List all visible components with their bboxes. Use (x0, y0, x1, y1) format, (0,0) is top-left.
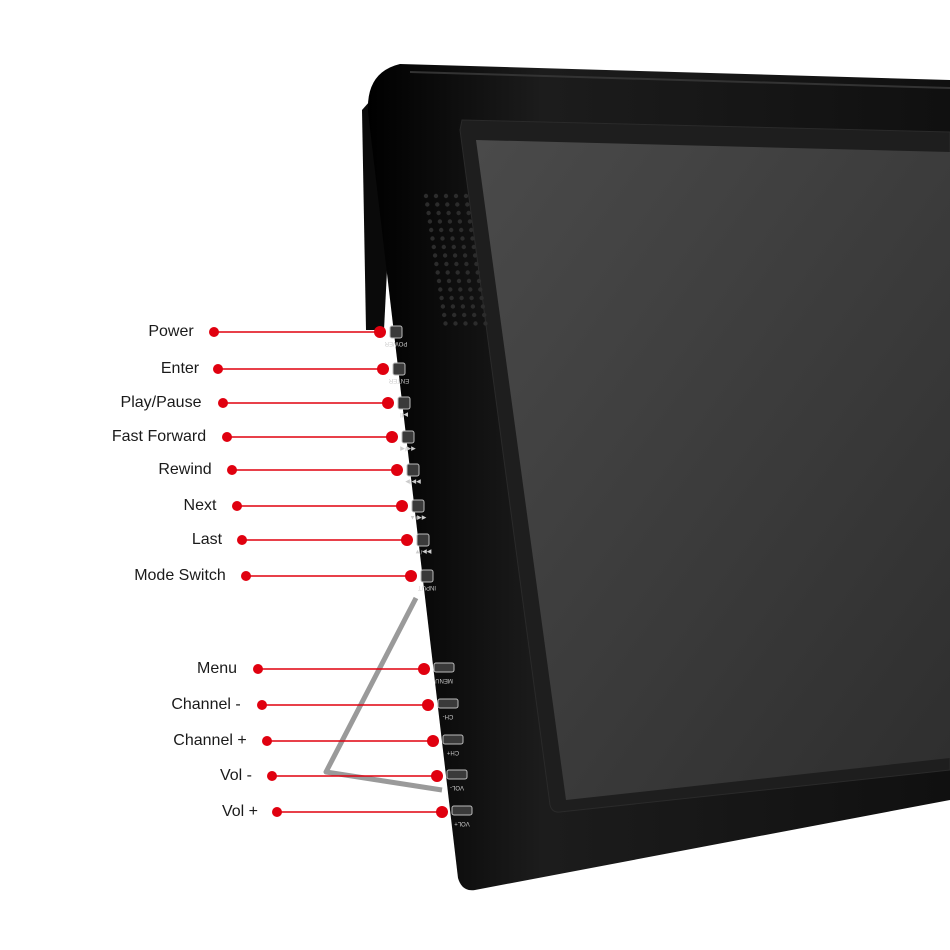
callout-dot (382, 397, 394, 409)
callout-label: Vol + (221, 803, 259, 820)
callout-dot (213, 364, 223, 374)
speaker-grille (423, 193, 488, 326)
callout-label: Vol - (219, 767, 253, 784)
callout-dot (391, 464, 403, 476)
hardware-button-channel-[interactable] (437, 698, 459, 709)
callout-dot (405, 570, 417, 582)
callout-dot (386, 431, 398, 443)
hardware-button-mode-switch[interactable] (420, 569, 434, 583)
hardware-button-last[interactable] (416, 533, 430, 547)
callout-label: Channel - (171, 696, 241, 713)
button-marking: ENTER (388, 377, 409, 383)
button-marking: ▶▶/▼ (415, 548, 432, 554)
callout-label: Fast Forward (111, 428, 207, 445)
hardware-button-vol-[interactable] (451, 805, 473, 816)
button-marking: ▶▶/▶ (405, 478, 421, 484)
callout-label: Next (183, 497, 217, 514)
callout-dot (262, 736, 272, 746)
callout-dot (209, 327, 219, 337)
button-marking: CH- (443, 713, 454, 719)
button-marking: INPUT (418, 584, 436, 590)
hardware-button-fast-forward[interactable] (401, 430, 415, 444)
callout-dot (436, 806, 448, 818)
callout-dot (272, 807, 282, 817)
callout-label: Last (191, 531, 223, 548)
kickstand (323, 596, 443, 793)
hardware-button-rewind[interactable] (406, 463, 420, 477)
hardware-button-vol-[interactable] (446, 769, 468, 780)
callout-label: Rewind (158, 461, 212, 478)
hardware-button-channel-[interactable] (442, 734, 464, 745)
callout-dot (427, 735, 439, 747)
callout-dot (232, 501, 242, 511)
callout-label: Power (148, 323, 194, 340)
button-marking: VOL+ (454, 820, 470, 826)
button-marking: ◀◀/◀ (400, 445, 416, 451)
button-marking: MENU (435, 677, 453, 683)
hardware-button-enter[interactable] (392, 362, 406, 376)
callout-dot (418, 663, 430, 675)
callout-dot (222, 432, 232, 442)
callout-dot (396, 500, 408, 512)
callout-label: Menu (196, 660, 238, 677)
screen (476, 140, 950, 800)
button-marking: CH+ (446, 749, 459, 755)
callout-dot (237, 535, 247, 545)
callout-dot (227, 465, 237, 475)
hardware-button-next[interactable] (411, 499, 425, 513)
callout-dot (374, 326, 386, 338)
side-buttons: POWER ENTER ▶II ◀◀/◀ ▶▶/▶ ◀◀/▲ ▶▶/▼ INPUT MENU CH… (384, 325, 473, 826)
callout-dot (218, 398, 228, 408)
button-marking: ▶II (400, 411, 408, 417)
hardware-button-power[interactable] (389, 325, 403, 339)
hardware-button-menu[interactable] (433, 662, 455, 673)
callout-label: Enter (160, 360, 200, 377)
callout-dot (431, 770, 443, 782)
callout-dot (267, 771, 277, 781)
callout-dot (401, 534, 413, 546)
callout-dot (377, 363, 389, 375)
callout-dot (257, 700, 267, 710)
callout-dot (241, 571, 251, 581)
button-marking: POWER (384, 340, 407, 346)
button-marking: VOL- (450, 784, 464, 790)
callout-label: Channel + (173, 732, 247, 749)
hardware-button-play-pause[interactable] (397, 396, 411, 410)
callout-dot (253, 664, 263, 674)
button-marking: ◀◀/▲ (410, 514, 427, 520)
callout-dot (422, 699, 434, 711)
callout-label: Play/Pause (120, 394, 202, 411)
callout-label: Mode Switch (134, 567, 226, 584)
